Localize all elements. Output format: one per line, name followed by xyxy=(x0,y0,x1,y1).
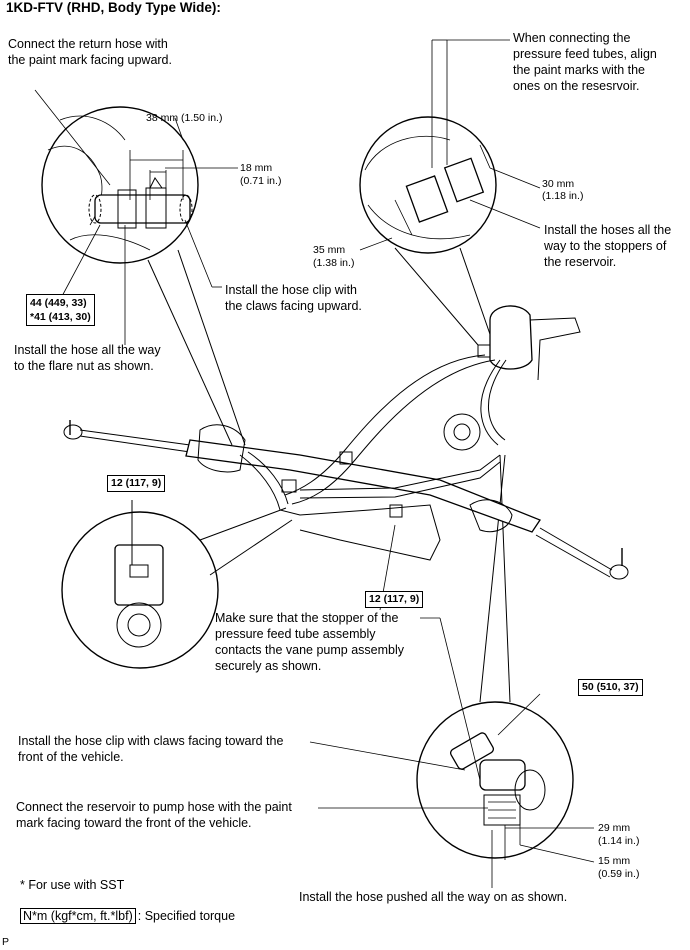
stoppers-note-3: the reservoir. xyxy=(544,255,617,269)
reservoir-pump-note-2: mark facing toward the front of the vehi… xyxy=(16,816,252,830)
vane-pump-detail xyxy=(416,701,574,860)
return-hose-detail xyxy=(41,106,199,264)
dimension-35in: (1.38 in.) xyxy=(313,257,355,269)
stoppers-note-2: way to the stoppers of xyxy=(544,239,667,253)
dimension-15in: (0.59 in.) xyxy=(598,868,640,880)
reservoir-pump-note-1: Connect the reservoir to pump hose with … xyxy=(16,800,292,814)
clip-front-note-2: front of the vehicle. xyxy=(18,750,124,764)
sst-footnote: * For use with SST xyxy=(20,878,125,892)
reservoir-tubes-detail xyxy=(359,39,497,254)
page-title: 1KD-FTV (RHD, Body Type Wide): xyxy=(6,0,221,15)
clip-front-note-1: Install the hose clip with claws facing … xyxy=(18,734,284,748)
dimension-35mm: 35 mm xyxy=(313,244,346,256)
dimension-18mm: 18 mm xyxy=(240,162,273,174)
dimension-15mm: 15 mm xyxy=(598,855,631,867)
torque-50: 50 (510, 37) xyxy=(578,679,643,696)
stopper-tube-note-4: securely as shown. xyxy=(215,659,322,673)
pressure-feed-note-4: ones on the resesrvoir. xyxy=(513,79,640,93)
stoppers-note-1: Install the hoses all the xyxy=(544,223,672,237)
torque-legend-label: : Specified torque xyxy=(137,909,236,923)
flare-nut-note-1: Install the hose all the way xyxy=(14,343,161,357)
torque-legend-box: N*m (kgf*cm, ft.*lbf) xyxy=(20,908,136,924)
pushed-all-way-note: Install the hose pushed all the way on a… xyxy=(299,890,568,904)
pressure-feed-note-2: pressure feed tubes, align xyxy=(513,47,657,61)
steering-rack-assembly xyxy=(63,305,629,580)
torque-12-center: 12 (117, 9) xyxy=(365,591,424,608)
stopper-tube-note-1: Make sure that the stopper of the xyxy=(215,611,399,625)
torque-44-box: 44 (449, 33) *41 (413, 30) xyxy=(26,294,95,326)
torque-12-left: 12 (117, 9) xyxy=(107,475,166,492)
dimension-38mm: 38 mm (1.50 in.) xyxy=(146,112,223,124)
hose-clip-upward-note-2: the claws facing upward. xyxy=(225,299,362,313)
torque-legend: N*m (kgf*cm, ft.*lbf): Specified torque xyxy=(20,908,235,924)
torque-44: 44 (449, 33) xyxy=(30,297,87,309)
flare-nut-note-2: to the flare nut as shown. xyxy=(14,359,154,373)
corner-mark: P xyxy=(2,936,10,948)
dimension-18in: (0.71 in.) xyxy=(240,175,282,187)
torque-41-sst: *41 (413, 30) xyxy=(30,311,91,323)
return-hose-note-1: Connect the return hose with xyxy=(8,37,168,51)
hose-clip-upward-note-1: Install the hose clip with xyxy=(225,283,358,297)
dimension-29mm: 29 mm xyxy=(598,822,631,834)
stopper-tube-note-2: pressure feed tube assembly xyxy=(215,627,376,641)
return-hose-note-2: the paint mark facing upward. xyxy=(8,53,172,67)
pressure-feed-note-3: the paint marks with the xyxy=(513,63,646,77)
pressure-feed-note-1: When connecting the xyxy=(513,31,631,45)
dimension-30in: (1.18 in.) xyxy=(542,190,584,202)
stopper-tube-note-3: contacts the vane pump assembly xyxy=(215,643,404,657)
dimension-30mm: 30 mm xyxy=(542,178,575,190)
clamp-detail xyxy=(61,500,219,669)
dimension-29in: (1.14 in.) xyxy=(598,835,640,847)
